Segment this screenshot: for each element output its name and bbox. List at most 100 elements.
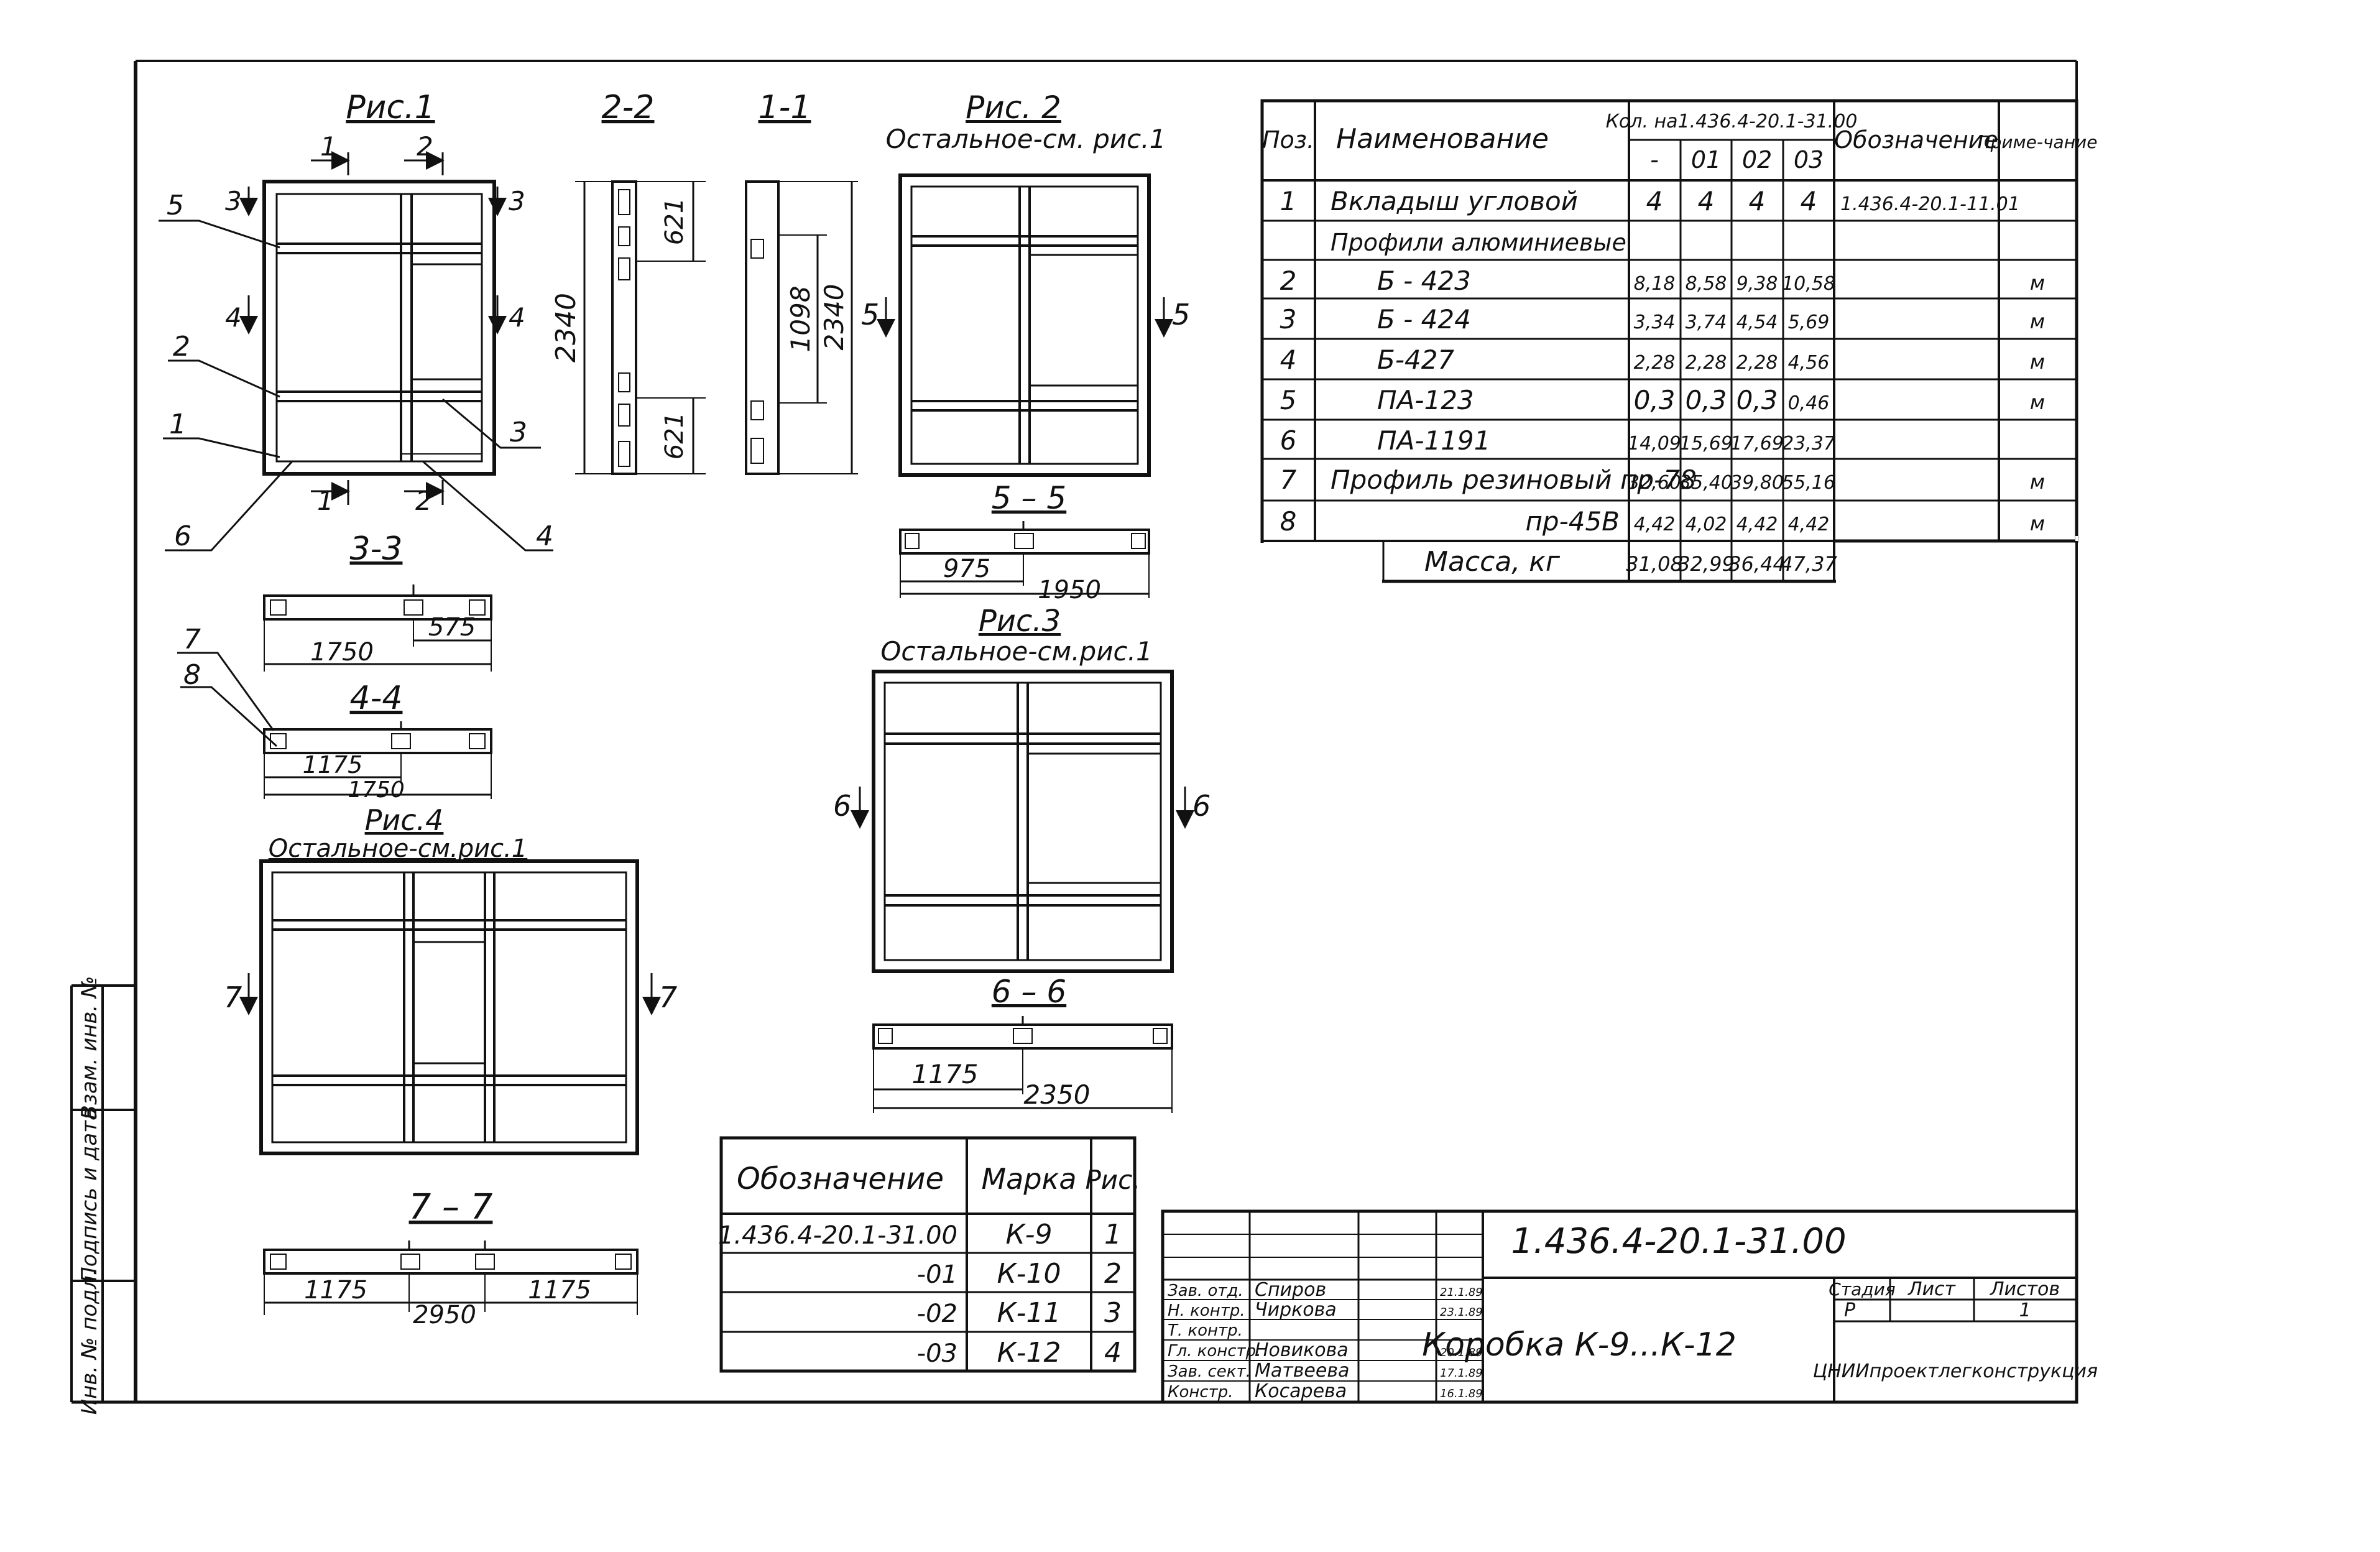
spec-row-pos: 1	[1280, 186, 1297, 216]
spec-row-qty-q0: 4	[1646, 186, 1663, 216]
fig1-mark-2-top: 2	[417, 131, 433, 162]
fig4-note: Остальное-см.рис.1	[269, 834, 528, 863]
marks-row-fig: 4	[1104, 1337, 1122, 1369]
title-block-role: Зав. сект.	[1168, 1362, 1251, 1381]
spec-row-qty-q0: 32,60	[1628, 472, 1681, 494]
section-4-4-drawing	[177, 652, 492, 799]
title-block-date: 16.1.89	[1440, 1387, 1483, 1400]
spec-row-qty-q3: 10,58	[1782, 273, 1835, 295]
spec-header-designation: Обозначение	[1834, 126, 1998, 154]
fig4-mark-7-left: 7	[224, 981, 242, 1014]
spec-row-qty-q1: 0,3	[1686, 385, 1727, 415]
spec-row-qty-q3: 23,37	[1782, 433, 1835, 455]
spec-row-name: Б - 424	[1377, 304, 1471, 335]
spec-row-qty-q1: 4	[1698, 186, 1715, 216]
spec-row-qty-q2: 4	[1749, 186, 1766, 216]
fig1-section-marks	[239, 151, 507, 505]
spec-mass-q2: 36,44	[1728, 552, 1786, 576]
title-block-date: 20.1.89	[1440, 1346, 1483, 1359]
spec-row-qty-q0: 8,18	[1634, 273, 1676, 295]
spec-row-name: Б - 423	[1377, 266, 1471, 296]
spec-row-qty-q3: 0,46	[1788, 392, 1830, 414]
spec-row-name: Б-427	[1377, 344, 1454, 375]
section-1-1-title: 1-1	[759, 89, 811, 126]
spec-row-qty-q1: 8,58	[1686, 273, 1727, 295]
spec-row-qty-q2: 39,80	[1730, 472, 1784, 494]
spec-row-qty-q2: 17,69	[1730, 433, 1784, 455]
title-block-org: ЦНИИпроектлегконструкция	[1813, 1360, 2098, 1382]
spec-mass-q3: 47,37	[1780, 552, 1837, 576]
title-block-date: 17.1.89	[1440, 1367, 1483, 1380]
spec-table-grid	[1260, 99, 2078, 583]
fig1-mark-3-left: 3	[225, 186, 242, 216]
spec-row-qty-q0: 2,28	[1634, 352, 1676, 374]
title-block-role: Констр.	[1168, 1383, 1234, 1402]
section-2-2-drawing	[575, 180, 706, 475]
fig1-callout-5: 5	[167, 190, 184, 221]
marks-row-designation: -01	[917, 1260, 957, 1289]
spec-row-pos: 8	[1280, 506, 1297, 537]
spec-row-note: м	[2030, 512, 2045, 535]
spec-row-qty-q1: 3,74	[1686, 312, 1727, 333]
dim-1175-d: 1175	[528, 1276, 591, 1305]
spec-mass-q1: 32,99	[1677, 552, 1735, 576]
marks-table-grid	[719, 1136, 1137, 1373]
side-stamp-vzam: Взам. инв. №	[77, 976, 102, 1120]
marks-header-designation: Обозначение	[737, 1162, 944, 1196]
dim-975: 975	[943, 555, 990, 583]
spec-row-pos: 6	[1280, 425, 1297, 456]
fig2-mark-5-left: 5	[861, 298, 879, 331]
spec-row-pos: 4	[1280, 344, 1297, 375]
title-block-name: Чиркова	[1255, 1299, 1337, 1321]
spec-row-pos: 5	[1280, 385, 1297, 415]
fig1-callout-3: 3	[510, 417, 527, 448]
section-5-5-title: 5 – 5	[992, 480, 1066, 516]
dim-2340-a: 2340	[550, 293, 582, 363]
spec-header-q3: 03	[1794, 146, 1824, 173]
spec-row-qty-q2: 4,42	[1737, 514, 1778, 535]
marks-row-designation: -03	[917, 1339, 957, 1368]
title-block-sheets: 1	[2019, 1300, 2031, 1321]
marks-row-mark: К-9	[1005, 1219, 1052, 1250]
section-7-7-title: 7 – 7	[409, 1187, 493, 1227]
fig1-callout-6: 6	[174, 520, 191, 552]
dim-621-a: 621	[660, 198, 689, 245]
dim-575: 575	[428, 613, 476, 642]
title-block-role: Зав. отд.	[1168, 1282, 1243, 1300]
fig1-title: Рис.1	[346, 89, 435, 126]
fig4-mark-7-right: 7	[659, 981, 677, 1014]
spec-row-name: ПА-123	[1377, 385, 1474, 415]
section-6-6-title: 6 – 6	[992, 974, 1066, 1010]
spec-row-qty-q2: 9,38	[1737, 273, 1778, 295]
spec-header-q2: 02	[1742, 146, 1772, 173]
spec-row-note: м	[2030, 350, 2045, 374]
spec-row-qty-q3: 4,42	[1788, 514, 1830, 535]
side-stamp-sign: Подпись и дата	[77, 1107, 102, 1283]
fig1-leaders	[159, 219, 553, 552]
section-7-7-drawing	[263, 1240, 639, 1315]
title-block-sheet-header: Лист	[1907, 1278, 1957, 1300]
title-block-name: Спиров	[1255, 1279, 1326, 1301]
spec-row-qty-q1: 4,02	[1686, 514, 1727, 535]
title-block-role: Гл. констр.	[1168, 1342, 1261, 1360]
section-3-3-title: 3-3	[350, 530, 403, 568]
marks-row-fig: 1	[1104, 1219, 1122, 1250]
title-block-date: 23.1.89	[1440, 1306, 1483, 1319]
fig1-mark-2-bottom: 2	[415, 486, 432, 516]
fig3-mark-6-left: 6	[833, 789, 851, 823]
marks-row-designation: -02	[917, 1300, 957, 1328]
title-block-title: Коробка К-9...К-12	[1422, 1326, 1737, 1364]
spec-mass-q0: 31,08	[1626, 552, 1683, 576]
spec-row-name: ПА-1191	[1377, 425, 1490, 456]
spec-row-name: Профиль резиновый пр-78	[1331, 464, 1697, 495]
spec-row-name: пр-45В	[1525, 506, 1620, 537]
spec-row-note: м	[2030, 390, 2045, 414]
section-4-4-callout-8: 8	[183, 659, 201, 691]
title-block-name: Новикова	[1255, 1339, 1349, 1361]
spec-row-qty-q1: 15,69	[1679, 433, 1733, 455]
spec-row-qty-q2: 4,54	[1737, 312, 1778, 333]
marks-row-mark: К-11	[997, 1297, 1061, 1329]
